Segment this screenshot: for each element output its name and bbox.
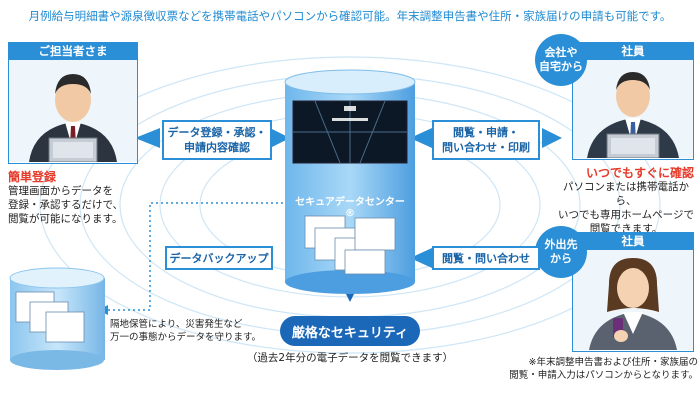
view-apply-label: 閲覧・申請・ 問い合わせ・印刷 (432, 120, 540, 160)
admin-panel-header: ご担当者さま (9, 43, 137, 60)
admin-description: 管理画面からデータを 登録・承認するだけで、 閲覧が可能になります。 (8, 184, 148, 226)
bubble-line: 会社や (544, 46, 578, 59)
admin-panel: ご担当者さま (8, 42, 138, 164)
retention-note: （過去2年分の電子データを閲覧できます） (246, 352, 454, 364)
admin-desc-line: 登録・承認するだけで、 (8, 199, 124, 211)
admin-title: 簡単登録 (8, 170, 57, 184)
view-inquiry-label: 閲覧・問い合わせ (432, 246, 540, 270)
employee-home-title: いつでもすぐに確認 (586, 166, 695, 180)
employee-desc-line: パソコンまたは携帯電話から、 (563, 181, 689, 207)
arrows-right-top (410, 128, 562, 148)
employee-home-panel: 社員 (572, 42, 694, 160)
admin-desc-line: 閲覧が可能になります。 (8, 213, 123, 225)
center-arrow-down (345, 292, 355, 302)
register-approve-label: データ登録・承認・ 申請内容確認 (162, 120, 272, 160)
datacenter-label: セキュアデータセンター ® (290, 193, 410, 219)
bubble-line: 外出先 (544, 238, 578, 251)
register-line: 申請内容確認 (184, 141, 250, 154)
backup-label: データバックアップ (165, 246, 273, 270)
employee-home-description: パソコンまたは携帯電話から、 いつでも専用ホームページで 閲覧できます。 (556, 180, 696, 236)
backup-note: 隔地保管により、災害発生など 万一の事態からデータを守ります。 (110, 318, 280, 344)
backup-note-line: 万一の事態からデータを守ります。 (110, 332, 262, 343)
document-stack-center (304, 215, 396, 275)
employee-mobile-illustration (573, 250, 693, 350)
view-apply-line: 問い合わせ・印刷 (442, 141, 530, 154)
footnote-line: 閲覧・申請入力はパソコンからとなります。 (509, 370, 698, 381)
datacenter-label-text: セキュアデータセンター (295, 197, 405, 208)
employee-home-illustration (573, 60, 693, 159)
footnote: ※年末調整申告書および住所・家族届の 閲覧・申請入力はパソコンからとなります。 (506, 356, 698, 382)
view-apply-line: 閲覧・申請・ (453, 126, 519, 139)
security-badge: 厳格なセキュリティ (280, 316, 420, 346)
register-line: データ登録・承認・ (167, 126, 267, 139)
admin-desc-line: 管理画面からデータを (8, 185, 113, 197)
location-bubble-home: 会社や 自宅から (535, 34, 587, 86)
businessman-illustration (9, 60, 137, 163)
employee-home-header: 社員 (573, 43, 693, 60)
registered-mark-icon: ® (345, 208, 355, 219)
footnote-line: ※年末調整申告書および住所・家族届の (528, 357, 698, 368)
bubble-line: 自宅から (539, 60, 583, 73)
document-stack-backup (15, 291, 85, 343)
backup-note-line: 隔地保管により、災害発生など (110, 319, 243, 330)
location-bubble-outside: 外出先 から (535, 226, 587, 278)
employee-mobile-panel: 社員 (572, 232, 694, 352)
bubble-line: から (550, 252, 572, 265)
employee-mobile-header: 社員 (573, 233, 693, 250)
employee-desc-line: いつでも専用ホームページで (558, 209, 694, 221)
backup-dotted-line (108, 202, 283, 311)
arrows-left (135, 128, 290, 148)
headline: 月例給与明細書や源泉徴収票などを携帯電話やパソコンから確認可能。年末調整申告書や… (28, 9, 672, 23)
